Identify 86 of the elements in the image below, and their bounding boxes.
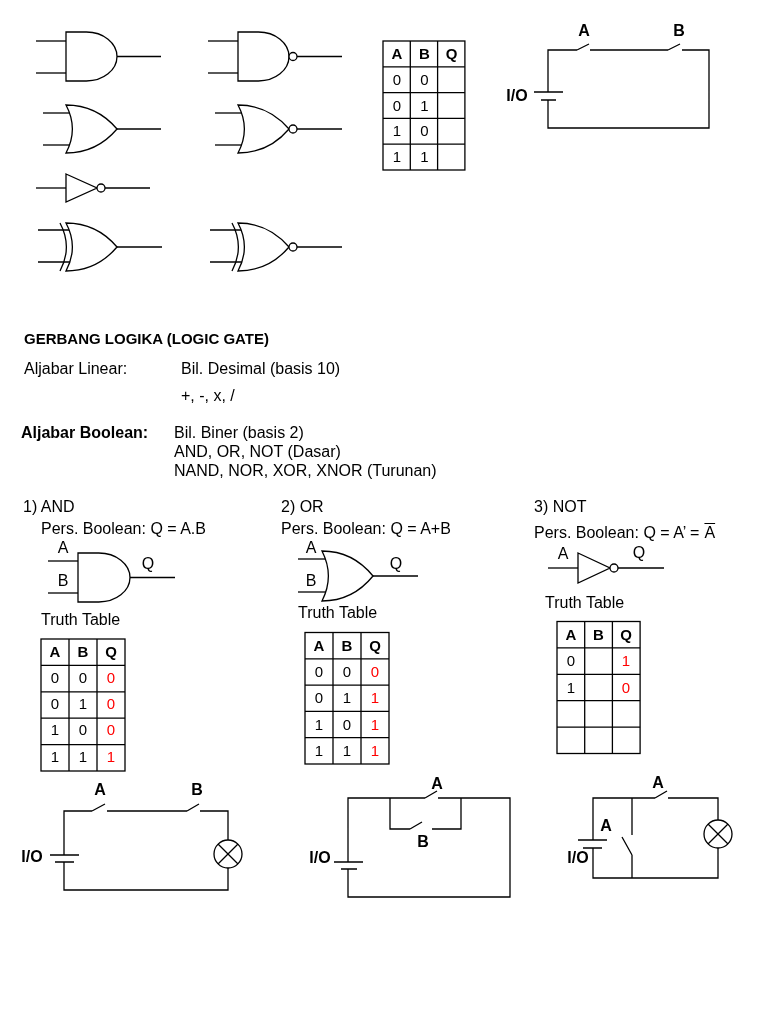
truth-value: 0	[106, 669, 116, 687]
source-label: I/O	[506, 87, 528, 105]
section-heading: 2) OR	[281, 498, 324, 516]
table-title: Truth Table	[41, 611, 121, 629]
truth-value: 1	[621, 652, 631, 671]
truth-value: 0	[106, 695, 116, 713]
switch-label: A	[94, 781, 106, 799]
heading: Aljabar Boolean:	[21, 424, 149, 442]
column-header: A	[391, 44, 403, 63]
truth-value: 0	[78, 669, 88, 687]
source-label: I/O	[567, 849, 589, 867]
column-header: A	[565, 625, 577, 644]
source-label: I/O	[309, 849, 331, 867]
truth-value: 0	[106, 721, 116, 739]
output-label: Q	[141, 555, 155, 573]
switch-label: A	[578, 22, 590, 40]
column-header: B	[341, 636, 353, 655]
column-header: B	[77, 643, 89, 661]
switch-label: A	[431, 775, 443, 793]
formula: Pers. Boolean: Q = A.B	[41, 520, 206, 538]
truth-value: 0	[370, 662, 380, 681]
truth-value: 0	[342, 662, 352, 681]
truth-value: 1	[78, 748, 88, 766]
formula: Pers. Boolean: Q = A’ =	[534, 524, 700, 542]
table-title: Truth Table	[298, 604, 378, 622]
truth-value: 1	[50, 748, 60, 766]
truth-value: 0	[50, 695, 60, 713]
source-label: I/O	[21, 848, 43, 866]
text: Bil. Desimal (basis 10)	[181, 360, 341, 378]
truth-value: 1	[566, 678, 576, 697]
text: Bil. Biner (basis 2)	[174, 424, 304, 442]
input-label: B	[305, 572, 317, 590]
truth-value: 1	[370, 741, 380, 760]
switch-label: B	[417, 833, 429, 851]
column-header: Q	[105, 643, 117, 661]
table-title: Truth Table	[545, 594, 625, 612]
input-label: A	[57, 539, 69, 557]
text: Aljabar Linear:	[24, 360, 128, 378]
column-header: B	[593, 625, 604, 644]
truth-value: 1	[342, 741, 352, 760]
truth-value: 1	[370, 689, 380, 708]
column-header: A	[313, 636, 325, 655]
truth-value: 0	[566, 652, 576, 671]
section-heading: 1) AND	[23, 498, 75, 516]
input-label: A	[557, 545, 569, 563]
truth-value: 0	[420, 122, 429, 141]
column-header: Q	[369, 636, 381, 655]
truth-value: 1	[392, 148, 402, 167]
truth-value: 0	[78, 721, 88, 739]
truth-value: 0	[420, 70, 429, 89]
formula: Pers. Boolean: Q = A+B	[281, 520, 451, 538]
truth-value: 1	[342, 689, 352, 708]
truth-value: 1	[392, 122, 402, 141]
truth-value: 0	[50, 669, 60, 687]
column-header: B	[419, 44, 430, 63]
column-header: Q	[620, 625, 632, 644]
text: AND, OR, NOT (Dasar)	[174, 443, 341, 461]
truth-value: 0	[342, 715, 352, 734]
truth-value: 1	[370, 715, 380, 734]
truth-value: 0	[392, 96, 402, 115]
title: GERBANG LOGIKA (LOGIC GATE)	[24, 330, 269, 348]
column-header: A	[49, 643, 61, 661]
truth-value: 0	[314, 689, 324, 708]
switch-label: B	[673, 22, 685, 40]
truth-value: 1	[78, 695, 88, 713]
truth-value: 1	[50, 721, 60, 739]
truth-value: 1	[420, 148, 429, 167]
switch-label: B	[191, 781, 203, 799]
text: +, -, x, /	[181, 387, 235, 405]
truth-value: 0	[392, 70, 402, 89]
input-label: A	[305, 539, 317, 557]
output-label: Q	[389, 555, 403, 573]
truth-value: 1	[314, 741, 324, 760]
truth-value: 1	[314, 715, 324, 734]
output-label: Q	[632, 544, 646, 562]
truth-value: 1	[420, 96, 429, 115]
truth-value: 0	[621, 678, 631, 697]
truth-value: 0	[314, 662, 324, 681]
input-label: B	[57, 572, 69, 590]
column-header: Q	[445, 44, 458, 63]
negated-variable: A	[704, 524, 716, 542]
section-heading: 3) NOT	[534, 498, 587, 516]
text: NAND, NOR, XOR, XNOR (Turunan)	[174, 462, 437, 480]
switch-label: A	[600, 817, 612, 835]
truth-value: 1	[106, 748, 116, 766]
switch-label: A	[652, 774, 664, 792]
